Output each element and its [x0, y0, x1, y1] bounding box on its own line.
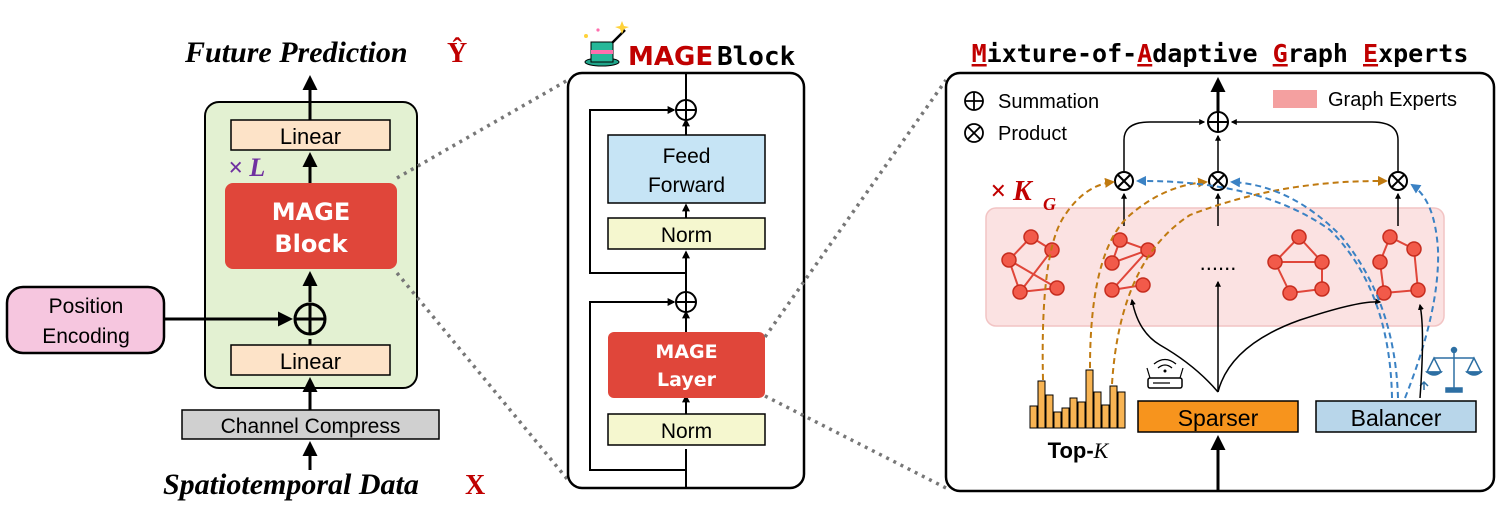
- zoom-line-bottom-right: [764, 394, 947, 490]
- linear-bottom-label: Linear: [280, 349, 341, 374]
- linear-top-box: [230, 119, 391, 151]
- balancer-box: [1315, 400, 1477, 433]
- graph-icon-3: [1267, 229, 1330, 301]
- mage-layer-box: [608, 332, 765, 398]
- zoom-line-bottom-left: [395, 271, 570, 482]
- repeat-kg-label: × K: [990, 176, 1034, 207]
- product-icon-1: [1114, 171, 1134, 191]
- right-panel: Mixture-of-Adaptive Graph Experts Summat…: [944, 39, 1496, 493]
- mage-block-title-mage: MAGE: [628, 42, 713, 72]
- moe-title-part: daptive: [1152, 39, 1272, 68]
- norm-top-box: [607, 217, 766, 250]
- moe-title-part: A: [1137, 39, 1152, 68]
- topk-route-3: [1111, 175, 1388, 385]
- norm-top-label: Norm: [661, 224, 712, 247]
- linear-bottom-box: [230, 344, 391, 376]
- sparser-box: [1137, 400, 1299, 433]
- moe-title: Mixture-of-Adaptive Graph Experts: [972, 39, 1469, 68]
- moe-title-part: raph: [1288, 39, 1363, 68]
- topk-k: K: [1093, 438, 1110, 463]
- left-panel: Future Prediction Ŷ Linear × L MAGE Bloc…: [5, 36, 485, 501]
- sparser-to-expert3: [1217, 298, 1382, 393]
- mage-layer-label-1: MAGE: [655, 341, 717, 363]
- spatiotemporal-data-label: Spatiotemporal Data: [163, 468, 419, 501]
- graph-experts-band: [985, 207, 1445, 327]
- balance-route-2: [1230, 177, 1399, 399]
- moe-title-part: ixture-of-: [987, 39, 1138, 68]
- repeat-l-label: × L: [228, 153, 265, 182]
- legend-graph-experts: Graph Experts: [1328, 89, 1457, 111]
- summation-icon: [293, 302, 327, 336]
- product1-to-sum: [1123, 119, 1206, 172]
- product-icon-3: [1388, 171, 1408, 191]
- future-prediction-title: Future Prediction: [184, 36, 408, 69]
- moe-title-part: xperts: [1378, 39, 1468, 68]
- bar-chart-icon: [1029, 369, 1126, 429]
- summation-legend-icon: [964, 91, 984, 111]
- topk-route-1: [1041, 177, 1115, 381]
- position-encoding-label-2: Encoding: [42, 325, 130, 348]
- graph-icon-4: [1372, 229, 1426, 301]
- residual-upper: [589, 106, 686, 274]
- norm-bottom-label: Norm: [661, 420, 712, 443]
- magic-hat-icon: [584, 21, 629, 67]
- channel-compress-label: Channel Compress: [221, 415, 401, 438]
- mage-block-title-block: Block: [717, 42, 796, 72]
- mage-block-label-2: Block: [274, 230, 348, 258]
- balancer-to-expert4: [1417, 303, 1424, 399]
- legend-summation: Summation: [998, 91, 1099, 113]
- moe-title-part: E: [1363, 39, 1378, 68]
- repeat-kg-subscript: G: [1043, 194, 1056, 214]
- sparser-label: Sparser: [1178, 405, 1259, 431]
- router-icon: [1146, 358, 1184, 389]
- experts-ellipsis: ......: [1200, 250, 1237, 275]
- channel-compress-box: [181, 409, 440, 440]
- feed-forward-label-2: Forward: [648, 174, 725, 197]
- product-legend-icon: [964, 123, 984, 143]
- product3-to-sum: [1230, 119, 1399, 172]
- mage-block-label-1: MAGE: [272, 198, 351, 226]
- zoom-line-top-left: [396, 78, 569, 180]
- future-prediction-symbol: Ŷ: [447, 38, 467, 69]
- middle-panel: MAGE Block Feed Forward No: [566, 21, 806, 490]
- balancer-label: Balancer: [1351, 405, 1442, 431]
- legend-product: Product: [998, 123, 1067, 145]
- legend-graph-experts-swatch: [1273, 90, 1317, 108]
- linear-top-label: Linear: [280, 124, 341, 149]
- feed-forward-label-1: Feed: [663, 145, 711, 168]
- norm-bottom-box: [607, 413, 766, 446]
- balance-route-1: [1136, 175, 1393, 399]
- moe-title-part: G: [1273, 39, 1288, 68]
- input-symbol-x: X: [465, 470, 485, 501]
- topk-label: Top-K: [1048, 438, 1110, 463]
- sparser-to-expert1: [1129, 298, 1219, 393]
- moe-title-part: M: [972, 39, 987, 68]
- graph-icon-1: [1001, 229, 1065, 300]
- moe-summation-icon: [1207, 111, 1229, 133]
- feed-forward-box: [607, 134, 766, 204]
- balance-route-3: [1404, 183, 1440, 399]
- residual-lower: [589, 298, 686, 471]
- graph-icon-2: [1104, 232, 1156, 298]
- position-encoding-label-1: Position: [49, 295, 124, 318]
- summation-icon-upper: [675, 99, 697, 121]
- mage-block-box: [225, 183, 397, 269]
- scale-icon: [1419, 346, 1484, 393]
- mage-layer-label-2: Layer: [657, 369, 717, 391]
- summation-icon-lower: [675, 291, 697, 313]
